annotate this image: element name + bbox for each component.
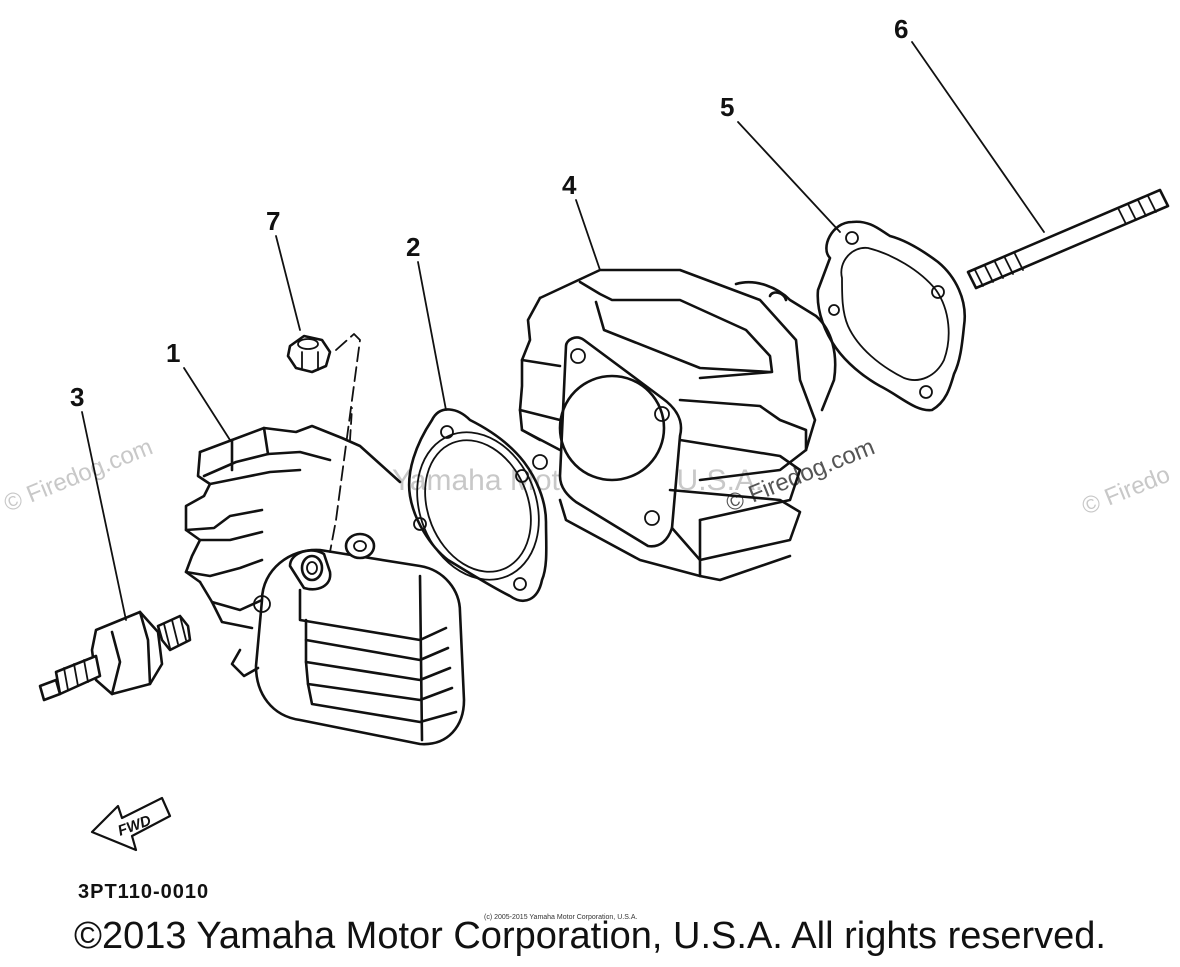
head-nut-part [286, 334, 332, 374]
cylinder-head-part [184, 424, 466, 746]
copyright-footer: ©2013 Yamaha Motor Corporation, U.S.A. A… [74, 915, 1106, 957]
callout-1: 1 [166, 338, 180, 368]
callout-3: 3 [70, 382, 84, 412]
head-gasket-part [407, 408, 548, 602]
callout-5: 5 [720, 92, 734, 122]
assembly-guide-lines [329, 333, 361, 553]
stud-bolt-part [966, 188, 1170, 290]
callout-2: 2 [406, 232, 420, 262]
callout-4: 4 [562, 170, 577, 200]
callout-7: 7 [266, 206, 280, 236]
small-copyright: (c) 2005-2015 Yamaha Motor Corporation, … [484, 914, 638, 921]
cylinder-part [518, 268, 837, 582]
diagram-code: 3PT110-0010 [78, 881, 209, 903]
forward-arrow-icon: FWD [90, 796, 172, 852]
spark-plug-part [38, 610, 192, 702]
watermark-left: © Firedog.com [0, 433, 156, 517]
cylinder-gasket-part [816, 220, 967, 412]
watermark-right: © Firedo [1078, 461, 1174, 521]
callout-6: 6 [894, 14, 908, 44]
leader-lines [81, 41, 1045, 621]
